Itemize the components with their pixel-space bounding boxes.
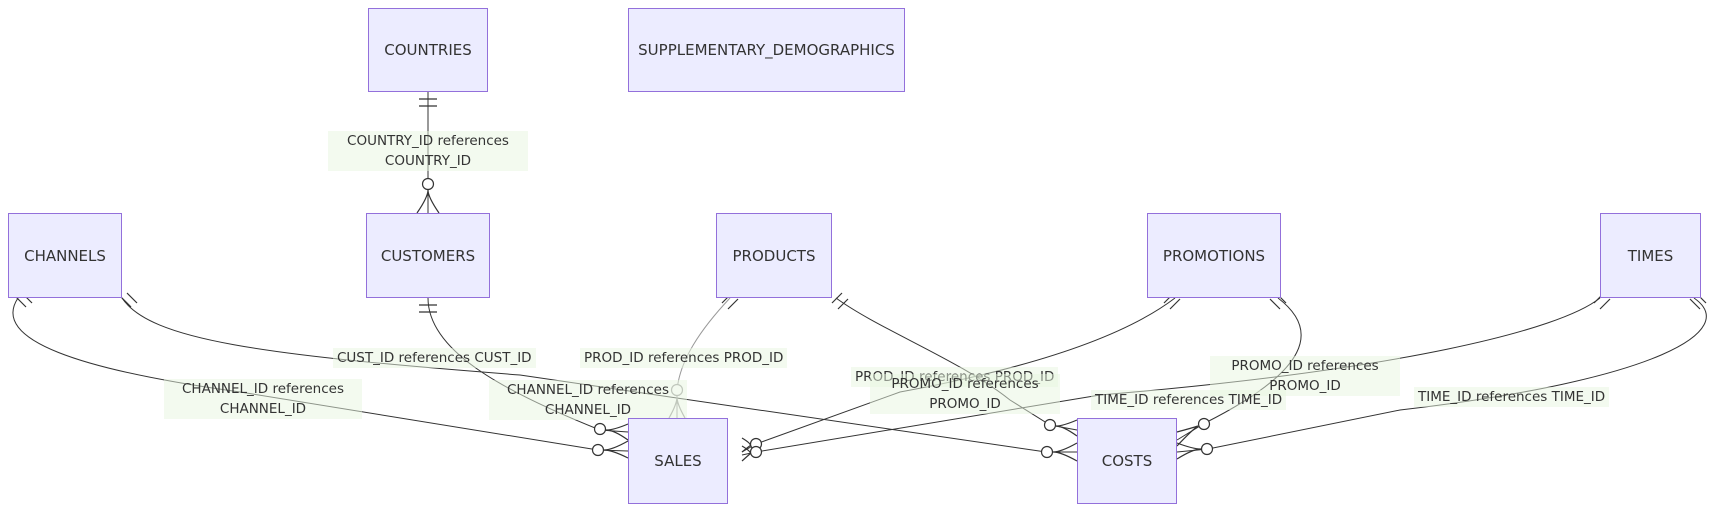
edge-times-sales: [741, 297, 1601, 456]
marker-channels-one-b: [120, 292, 138, 308]
label-cust-sales: CUST_ID references CUST_ID: [333, 348, 536, 368]
edge-customers-sales: [427, 297, 629, 433]
entity-customers[interactable]: CUSTOMERS: [366, 213, 490, 298]
marker-countries-one: [419, 98, 437, 107]
label-channel-sales: CHANNEL_ID references CHANNEL_ID: [164, 379, 362, 419]
marker-sales-zero-many-e: [741, 445, 763, 462]
entity-supplementary-demographics[interactable]: SUPPLEMENTARY_DEMOGRAPHICS: [628, 8, 905, 92]
marker-products-one-b: [831, 292, 849, 310]
marker-costs-zero-many-a: [1040, 442, 1078, 462]
label-channel-costs: CHANNEL_ID references CHANNEL_ID: [489, 380, 687, 420]
label-promo-sales: PROMO_ID references PROMO_ID: [870, 374, 1060, 414]
entity-times[interactable]: TIMES: [1600, 213, 1701, 298]
edge-channels-costs: [121, 297, 1077, 453]
marker-customers-zero-many: [416, 177, 440, 214]
marker-costs-zero-many-b: [1043, 418, 1078, 437]
marker-sales-zero-many-b: [593, 422, 629, 441]
entity-costs[interactable]: COSTS: [1077, 418, 1177, 504]
edge-channels-sales: [12, 297, 629, 452]
entity-products[interactable]: PRODUCTS: [716, 213, 832, 298]
label-country-customers: COUNTRY_ID references COUNTRY_ID: [328, 131, 528, 171]
marker-costs-zero-many-c: [1176, 417, 1211, 447]
entity-sales[interactable]: SALES: [628, 418, 728, 504]
marker-costs-zero-many-d: [1176, 442, 1214, 460]
label-time-costs: TIME_ID references TIME_ID: [1414, 387, 1610, 407]
marker-sales-zero-many-a: [591, 440, 629, 459]
entity-promotions[interactable]: PROMOTIONS: [1147, 213, 1281, 298]
marker-customers-one: [419, 304, 437, 313]
entity-countries[interactable]: COUNTRIES: [368, 8, 488, 92]
entity-channels[interactable]: CHANNELS: [8, 213, 122, 298]
label-promo-costs: PROMO_ID references PROMO_ID: [1210, 356, 1400, 396]
label-time-sales: TIME_ID references TIME_ID: [1091, 390, 1287, 410]
label-prod-sales: PROD_ID references PROD_ID: [580, 348, 788, 368]
